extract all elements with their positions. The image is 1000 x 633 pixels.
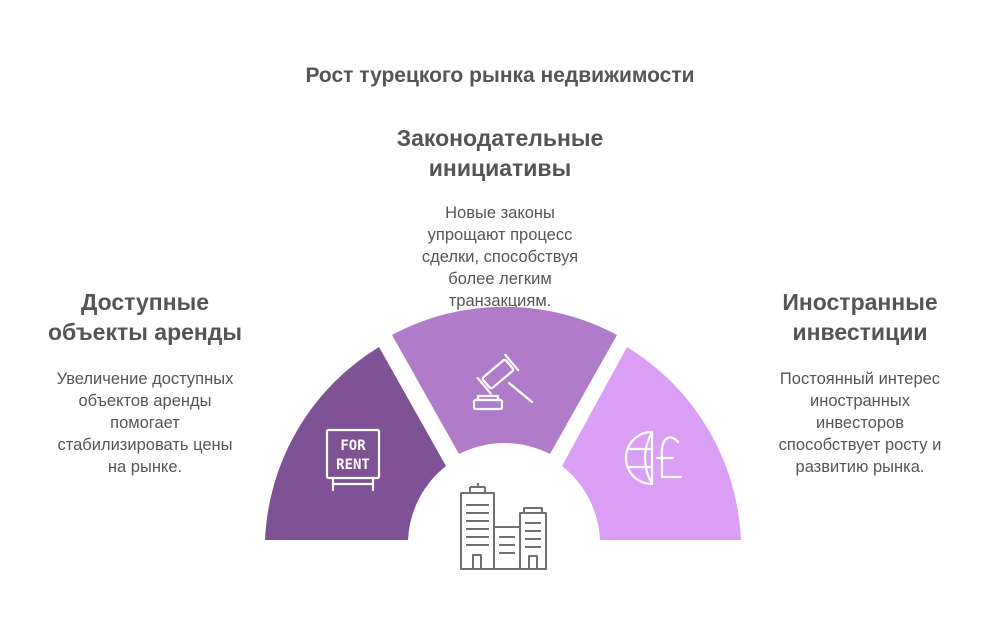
segment-legislative xyxy=(392,306,617,454)
heading-rentals: Доступные объекты аренды xyxy=(47,289,243,345)
description-rentals: Увеличение доступных объектов аренды пом… xyxy=(56,370,234,476)
heading-legislative: Законодательные инициативы xyxy=(396,125,604,181)
segment-rentals xyxy=(265,347,446,540)
description-legislative: Новые законы упрощают процесс сделки, сп… xyxy=(421,204,579,310)
diagram-title: Рост турецкого рынка недвижимости xyxy=(305,64,695,87)
sign-text-for: FOR xyxy=(340,438,366,454)
globe-pound-icon xyxy=(624,430,683,486)
description-foreign-investment: Постоянный интерес иностранных инвесторо… xyxy=(778,370,942,476)
heading-foreign-investment: Иностранные инвестиции xyxy=(782,289,938,345)
gavel-icon xyxy=(472,353,534,411)
for-rent-sign-icon: FOR RENT xyxy=(325,428,381,492)
sign-text-rent: RENT xyxy=(336,457,370,473)
buildings-icon xyxy=(460,483,547,570)
